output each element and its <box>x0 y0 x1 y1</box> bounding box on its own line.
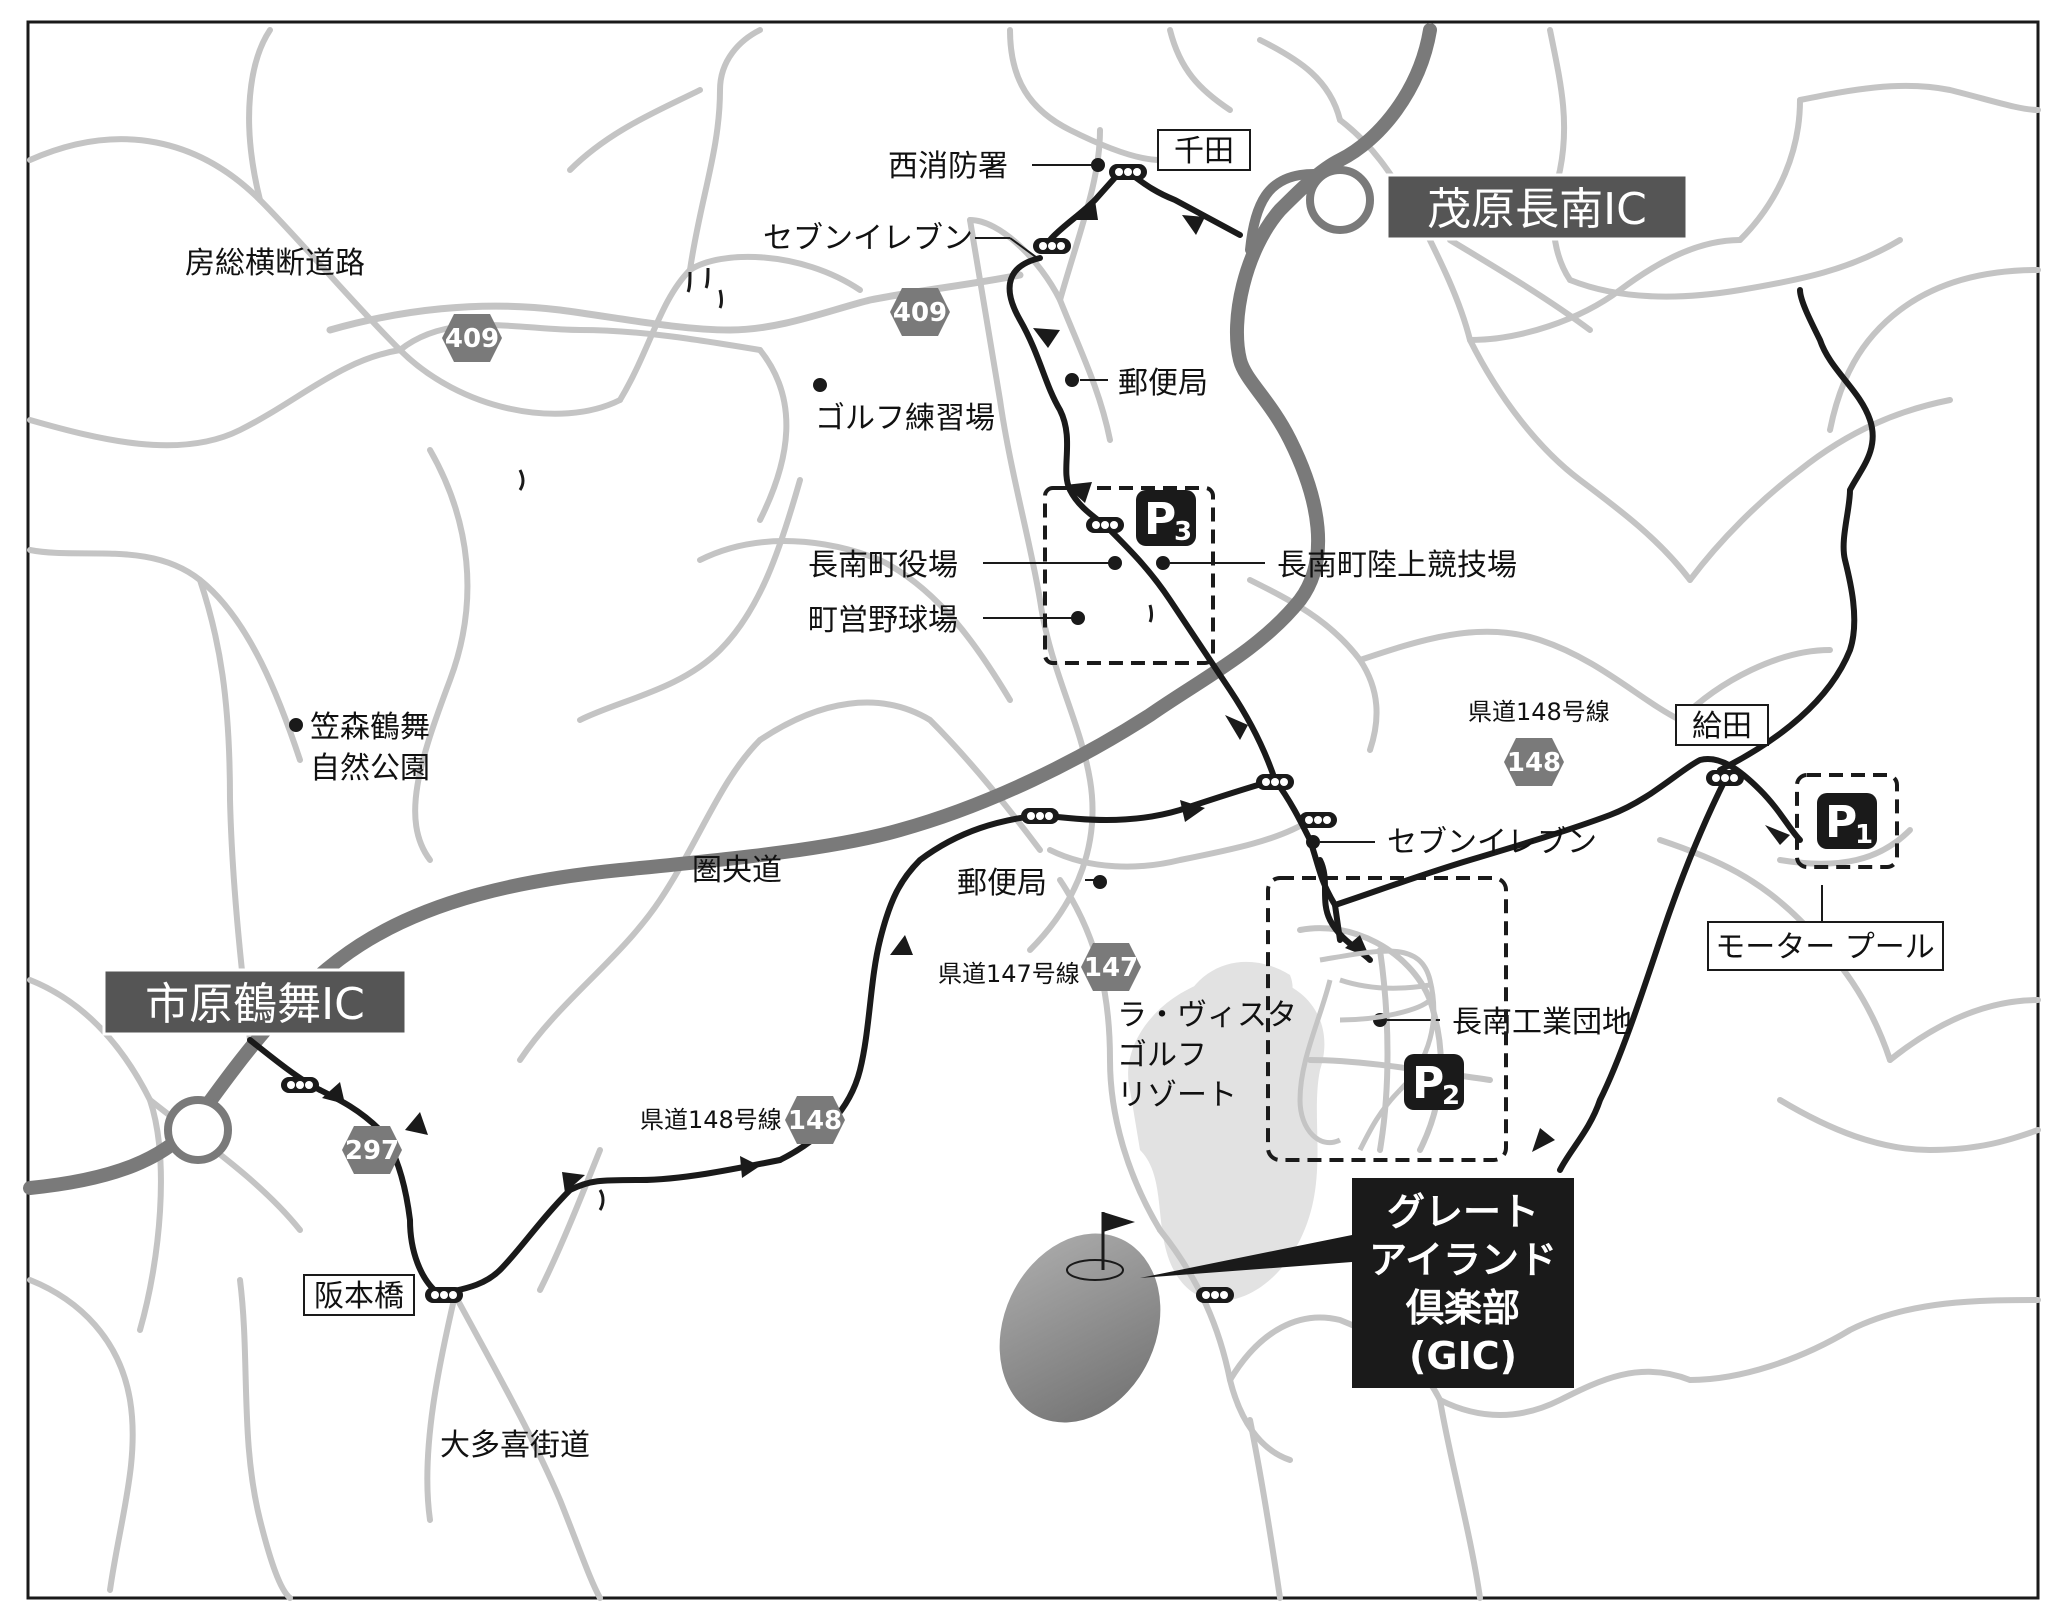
kenodo-label: 圏央道 <box>692 853 782 888</box>
svg-text:147: 147 <box>1084 953 1138 983</box>
pref147-label: 県道147号線 <box>938 960 1080 988</box>
traffic-signal <box>1109 164 1147 180</box>
mobara-ic-marker <box>1306 166 1374 234</box>
svg-text:グレート: グレート <box>1387 1190 1539 1234</box>
otaki-kaido-label: 大多喜街道 <box>440 1428 590 1463</box>
gic-label-box: グレート アイランド 倶楽部 (GIC) <box>1352 1178 1574 1388</box>
route-shield-409-west: 409 <box>442 314 502 362</box>
traffic-signal <box>1706 770 1744 786</box>
svg-text:阪本橋: 阪本橋 <box>314 1279 404 1314</box>
intersection-kyuden: 給田 <box>1675 704 1769 746</box>
route-shield-409-east: 409 <box>890 288 950 336</box>
road-breaks <box>518 267 1153 1211</box>
minor-roads <box>27 27 2041 1601</box>
flag-icon <box>1103 1212 1135 1232</box>
traffic-signal <box>1196 1287 1234 1303</box>
ichihara-ic-marker <box>164 1096 232 1164</box>
motor-pool-label: モーター プール <box>1707 921 1944 971</box>
label-seven-north: セブンイレブン <box>763 221 973 256</box>
svg-text:1: 1 <box>1855 820 1873 850</box>
traffic-signal <box>1033 238 1071 254</box>
svg-text:148: 148 <box>1507 748 1561 778</box>
svg-text:アイランド: アイランド <box>1369 1238 1557 1282</box>
label-lavista-3: リゾート <box>1117 1078 1237 1113</box>
golf-resort-area-2 <box>1180 961 1293 1020</box>
label-lavista-2: ゴルフ <box>1117 1038 1207 1073</box>
traffic-signals <box>281 164 1744 1303</box>
svg-text:409: 409 <box>893 298 947 328</box>
label-golf-range: ゴルフ練習場 <box>815 401 995 436</box>
svg-text:409: 409 <box>445 324 499 354</box>
svg-text:P: P <box>1412 1058 1444 1109</box>
svg-text:千田: 千田 <box>1174 134 1234 169</box>
label-chonan-stadium: 長南町陸上競技場 <box>1277 548 1517 583</box>
boso-odan-label: 房総横断道路 <box>185 246 365 281</box>
intersection-sakamotobashi: 阪本橋 <box>303 1274 415 1316</box>
pref148-east-label: 県道148号線 <box>1468 698 1610 726</box>
route-shield-147: 147 <box>1081 943 1141 991</box>
svg-text:モーター プール: モーター プール <box>1715 930 1935 965</box>
parking-p1-badge: P 1 <box>1817 793 1877 850</box>
ichihara-ic-label: 市原鶴舞IC <box>102 968 408 1036</box>
svg-text:148: 148 <box>788 1106 842 1136</box>
label-town-baseball: 町営野球場 <box>808 603 958 638</box>
landmark-leaders <box>289 158 1823 1027</box>
label-seven-south: セブンイレブン <box>1387 825 1597 860</box>
traffic-signal <box>425 1287 463 1303</box>
label-post-south: 郵便局 <box>957 866 1047 901</box>
svg-text:297: 297 <box>345 1136 399 1166</box>
gic-course-marker <box>999 1212 1161 1423</box>
golf-resort-area <box>1128 975 1325 1301</box>
traffic-signal <box>1086 517 1124 533</box>
traffic-signal <box>281 1077 319 1093</box>
traffic-signal <box>1299 812 1337 828</box>
svg-text:P: P <box>1825 797 1857 848</box>
traffic-signal <box>1021 808 1059 824</box>
parking-p3-area <box>1043 486 1215 665</box>
label-kasamori-2: 自然公園 <box>310 751 430 786</box>
svg-text:(GIC): (GIC) <box>1409 1334 1517 1378</box>
svg-text:3: 3 <box>1174 517 1192 547</box>
route-shields: 409 409 297 148 148 147 <box>342 288 1564 1174</box>
parking-p2-area <box>1266 876 1508 1162</box>
route-shield-297: 297 <box>342 1126 402 1174</box>
svg-text:P: P <box>1144 494 1176 545</box>
intersection-senda: 千田 <box>1157 129 1251 171</box>
svg-text:倶楽部: 倶楽部 <box>1405 1286 1520 1330</box>
label-kasamori-1: 笠森鶴舞 <box>310 710 430 745</box>
label-chonan-townhall: 長南町役場 <box>808 548 958 583</box>
svg-text:市原鶴舞IC: 市原鶴舞IC <box>145 979 365 1030</box>
svg-text:2: 2 <box>1442 1081 1460 1111</box>
gic-pointer <box>1140 1235 1352 1278</box>
route-shield-148-south: 148 <box>785 1096 845 1144</box>
mobara-ic-label: 茂原長南IC <box>1385 173 1689 241</box>
route-shield-148-east: 148 <box>1504 738 1564 786</box>
label-nishi-fire: 西消防署 <box>888 149 1008 184</box>
pref148-south-label: 県道148号線 <box>640 1106 782 1134</box>
parking-p3-badge: P 3 <box>1136 490 1196 547</box>
label-post-north: 郵便局 <box>1118 366 1208 401</box>
svg-text:茂原長南IC: 茂原長南IC <box>1427 184 1647 235</box>
svg-text:給田: 給田 <box>1692 709 1752 744</box>
label-industrial-park: 長南工業団地 <box>1452 1005 1632 1040</box>
parking-p1-area <box>1795 773 1899 869</box>
parking-p2-badge: P 2 <box>1404 1054 1464 1111</box>
traffic-signal <box>1256 774 1294 790</box>
